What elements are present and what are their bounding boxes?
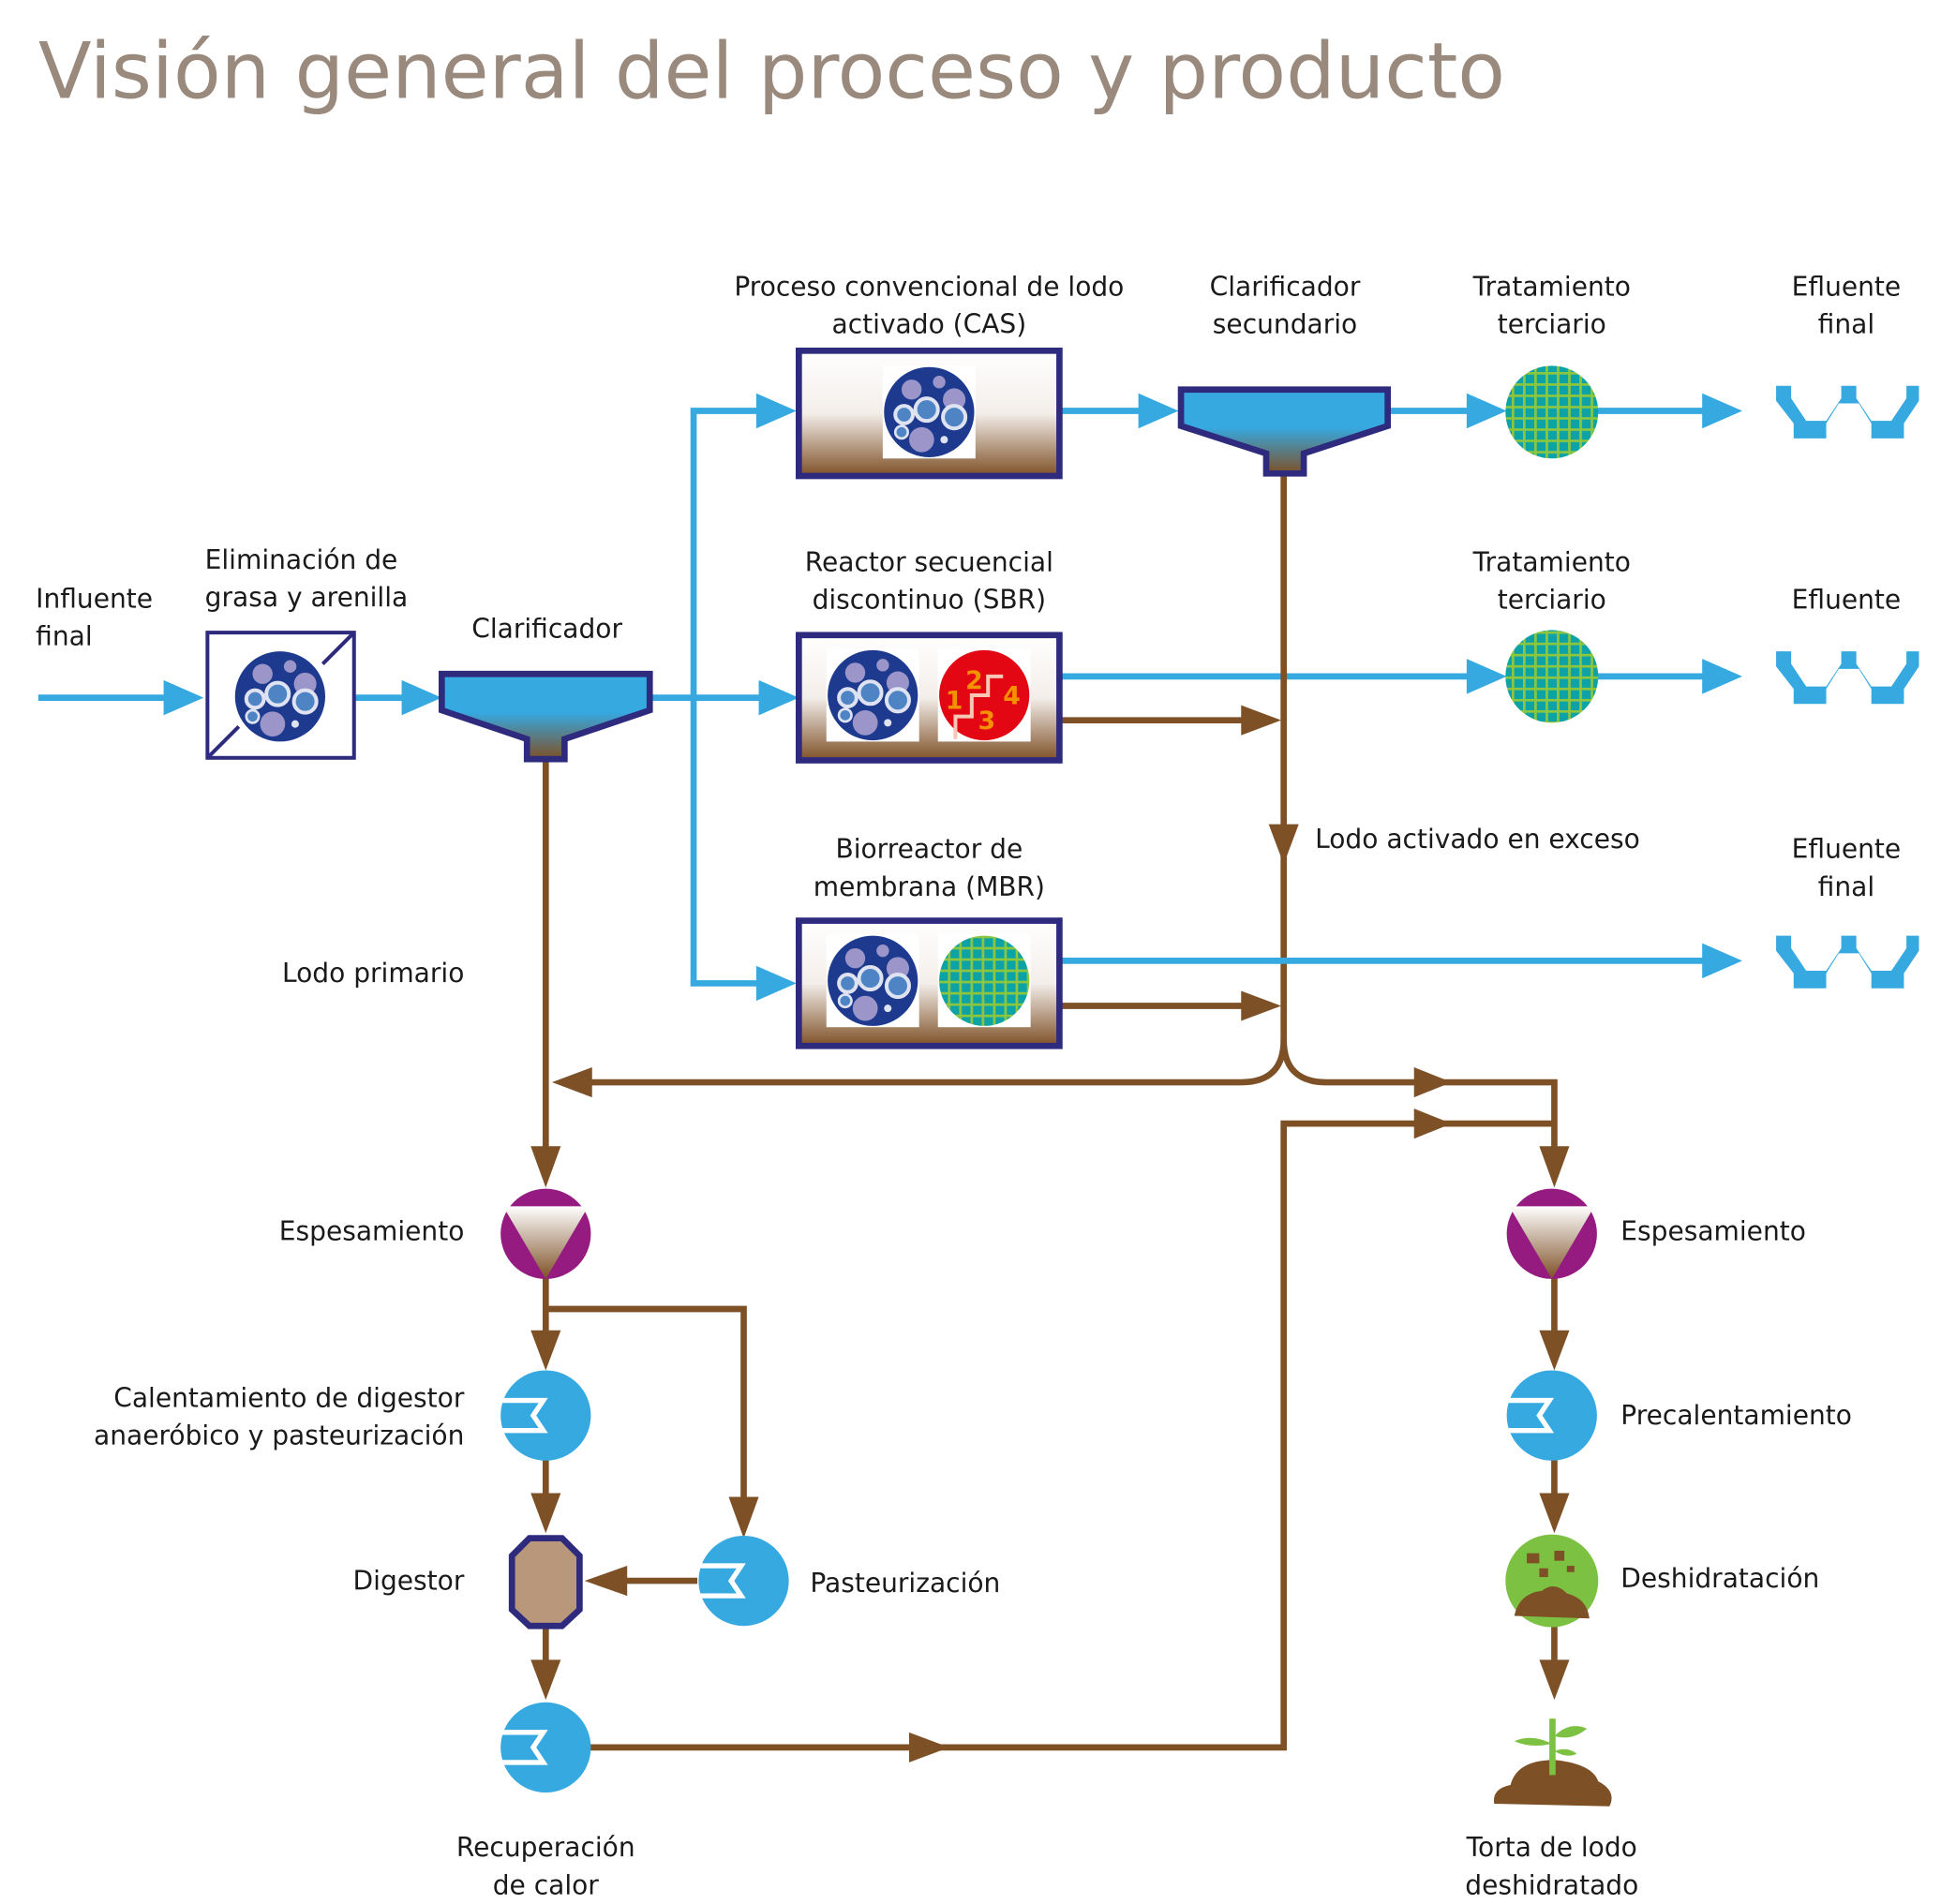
- preheating-icon: [1507, 1371, 1597, 1461]
- label-heat-recovery: Recuperación: [456, 1832, 635, 1863]
- thickening-icon: [500, 1188, 591, 1279]
- label-sbr-2: discontinuo (SBR): [813, 585, 1047, 616]
- water-flow-lines: [37, 393, 1742, 1002]
- label-preheating: Precalentamiento: [1620, 1400, 1852, 1431]
- label-tertiary-2b: terciario: [1498, 585, 1606, 616]
- sbr-step-4: 4: [1003, 681, 1021, 710]
- label-tertiary-1: Tratamiento: [1472, 271, 1631, 302]
- label-secondary-2: secundario: [1213, 309, 1357, 340]
- sbr-step-1: 1: [946, 687, 963, 716]
- secondary-clarifier: [1177, 386, 1391, 477]
- label-clarifier: Clarificador: [471, 613, 622, 644]
- page-title: Visión general del proceso y producto: [38, 25, 1505, 116]
- cas-reactor: [795, 347, 1063, 480]
- primary-clarifier: [438, 670, 653, 763]
- heat-recovery-icon: [500, 1703, 590, 1792]
- label-tertiary-2: Tratamiento: [1472, 547, 1631, 578]
- thickening-icon: [1506, 1188, 1597, 1279]
- label-cas-2: activado (CAS): [832, 309, 1027, 340]
- label-effluent-3b: final: [1818, 871, 1874, 902]
- label-effluent-1: Efluente: [1792, 271, 1902, 302]
- labels: Influente final Eliminación de grasa y a…: [36, 271, 1901, 1900]
- label-mbr-2: membrana (MBR): [814, 871, 1045, 902]
- label-effluent-3: Efluente: [1792, 834, 1902, 865]
- dewatering-icon: [1505, 1534, 1599, 1628]
- tertiary-filter-icon: [1505, 365, 1599, 459]
- label-cas: Proceso convencional de lodo: [734, 271, 1124, 302]
- heating-icon: [500, 1371, 590, 1461]
- label-digester: Digestor: [353, 1565, 465, 1596]
- sbr-reactor: 1 2 3 4: [795, 632, 1063, 764]
- label-influent-2: final: [36, 620, 92, 651]
- pasteurization-icon: [698, 1536, 788, 1626]
- label-pasteurization: Pasteurización: [810, 1568, 1000, 1599]
- label-grit-2: grasa y arenilla: [205, 582, 409, 613]
- mbr-reactor: [795, 917, 1063, 1049]
- label-thickening-left: Espesamiento: [279, 1215, 465, 1246]
- sbr-step-2: 2: [965, 666, 983, 695]
- label-influent: Influente: [36, 583, 153, 614]
- sbr-step-3: 3: [978, 707, 996, 736]
- label-grit: Eliminación de: [205, 544, 398, 575]
- label-effluent-1b: final: [1818, 309, 1874, 340]
- label-mbr: Biorreactor de: [835, 834, 1023, 865]
- label-dewatering: Deshidratación: [1620, 1563, 1819, 1594]
- effluent-wave-icon: [1776, 385, 1919, 439]
- label-cake-2: deshidratado: [1465, 1869, 1638, 1900]
- sludge-flow-lines: [530, 473, 1570, 1763]
- digester-icon: [508, 1535, 583, 1629]
- effluent-wave-icon: [1776, 935, 1919, 989]
- label-heating: Calentamiento de digestor: [113, 1382, 465, 1413]
- grit-removal-unit: [205, 631, 356, 760]
- label-primary-sludge: Lodo primario: [282, 958, 464, 989]
- label-heating-2: anaeróbico y pasteurización: [94, 1420, 464, 1450]
- label-sbr: Reactor secuencial: [805, 547, 1053, 578]
- label-excess-sludge: Lodo activado en exceso: [1315, 824, 1640, 855]
- label-effluent-2: Efluente: [1792, 585, 1902, 616]
- label-thickening-right: Espesamiento: [1620, 1215, 1806, 1246]
- sludge-cake-plant-icon: [1493, 1718, 1612, 1807]
- effluent-wave-icon: [1776, 651, 1919, 705]
- label-cake: Torta de lodo: [1466, 1832, 1637, 1863]
- label-heat-recovery-2: de calor: [493, 1869, 600, 1900]
- tertiary-filter-icon: [1505, 630, 1599, 723]
- label-tertiary-1b: terciario: [1498, 309, 1606, 340]
- label-secondary: Clarificador: [1210, 271, 1361, 302]
